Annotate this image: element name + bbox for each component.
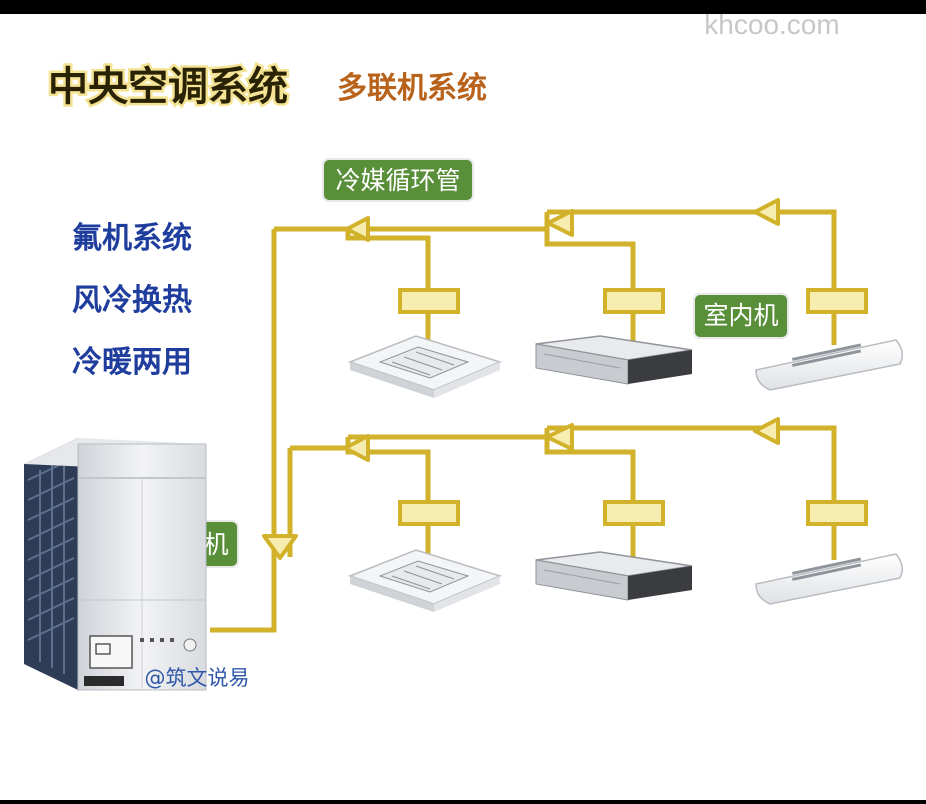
lower-branch-3-pipe [547,425,837,502]
flow-arrow-icon [545,423,574,451]
feature-line-2: 风冷换热 [72,283,192,318]
pipe-connectors [398,288,868,526]
cassette-unit-lower [347,549,503,612]
title-main: 中央空调系统 [48,64,288,110]
outdoor-unit-image [24,438,207,691]
label-indoor-unit: 室内机 [693,293,789,339]
refrigerant-pipes [210,209,837,633]
svg-text:冷媒循环管: 冷媒循环管 [335,166,460,195]
connector-box [603,500,665,526]
coil-grille [27,457,75,674]
feature-line-1: 氟机系统 [72,221,192,256]
credit-text: @筑文说易 [145,666,250,690]
connector-box [603,288,665,314]
ducted-unit-upper [535,335,693,385]
label-refrigerant-pipe: 冷媒循环管 [322,158,474,202]
upper-branch-1-pipe [345,229,431,292]
upper-branch-2-pipe [544,212,636,292]
ducted-unit-lower [535,551,693,601]
ceiling-unit-upper [755,339,903,391]
cassette-unit-upper [347,335,503,398]
feature-line-3: 冷暖两用 [72,345,192,380]
watermark-text: khcoo.com [704,9,839,40]
upper-branch-3-pipe [547,209,837,292]
connector-box [398,288,460,314]
main-riser-pipe [210,229,277,633]
flow-arrow-icon [753,417,780,445]
flow-arrow-icon [546,209,574,237]
lower-branch-2-pipe [544,428,636,502]
connector-box [806,288,868,314]
flow-arrow-icon [343,434,370,462]
svg-text:室内机: 室内机 [703,301,778,330]
connector-box [806,500,868,526]
flow-arrow-down-icon [262,534,298,560]
flow-arrows [262,198,780,560]
ceiling-unit-lower [755,553,903,605]
title-sub: 多联机系统 [337,71,487,106]
flow-arrow-icon [753,198,780,226]
flow-arrow-icon [345,216,370,242]
connector-box [398,500,460,526]
